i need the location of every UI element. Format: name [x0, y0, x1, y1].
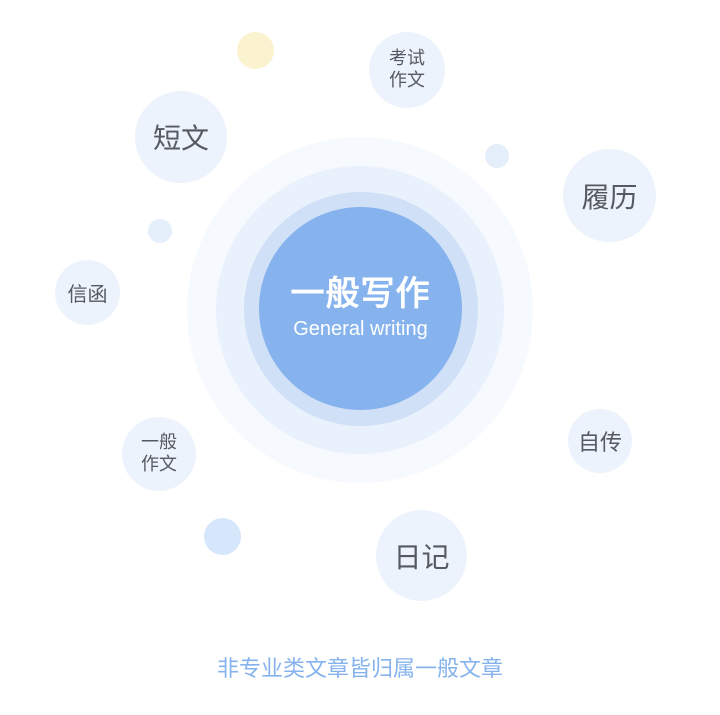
decor-dot-blue: [204, 518, 241, 555]
bubble-label: 一般 作文: [141, 432, 177, 475]
bubble-diary: 日记: [376, 510, 467, 601]
footer-caption: 非专业类文章皆归属一般文章: [216, 657, 503, 682]
center-circle: 一般写作 General writing: [259, 207, 462, 410]
decor-dot-small: [485, 144, 509, 168]
bubble-exam-essay: 考试 作文: [369, 32, 445, 108]
bubble-general-essay: 一般 作文: [122, 417, 196, 491]
bubble-label: 履历: [581, 180, 638, 214]
decor-dot-yellow: [237, 32, 274, 69]
bubble-letter: 信函: [55, 260, 120, 325]
bubble-label: 短文: [152, 122, 209, 155]
bubble-label: 考试 作文: [389, 48, 425, 91]
decor-dot-small: [148, 219, 172, 243]
bubble-duanwen: 短文: [135, 91, 227, 183]
bubble-label: 信函: [67, 282, 108, 306]
center-title: 一般写作: [290, 273, 431, 314]
bubble-label: 日记: [393, 540, 450, 574]
bubble-resume: 履历: [563, 149, 656, 242]
bubble-autobiography: 自传: [568, 409, 632, 473]
bubble-label: 自传: [577, 431, 622, 456]
center-subtitle: General writing: [293, 317, 428, 340]
